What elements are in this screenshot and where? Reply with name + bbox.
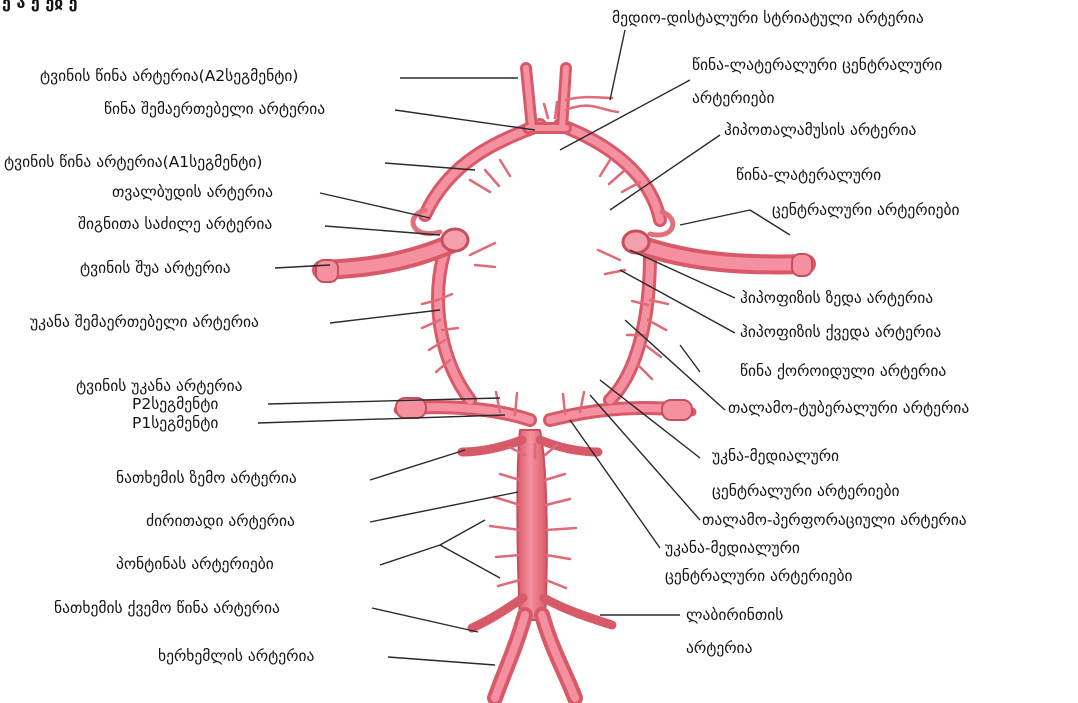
label-labyrinthine-2: არტერია bbox=[686, 638, 752, 658]
label-middle-cerebral: ტვინის შუა არტერია bbox=[80, 258, 231, 278]
label-anterior-cerebral-a2: ტვინის წინა არტერია(A2სეგმენტი) bbox=[40, 66, 298, 86]
anterior-cerebral-a1-left bbox=[425, 125, 540, 215]
label-posterior-communicating: უკანა შემაერთებელი არტერია bbox=[30, 312, 259, 332]
label-thalamo-perforating: თალამო-პერფორაციული არტერია bbox=[702, 510, 967, 530]
label-p1-segment: P1სეგმენტი bbox=[132, 413, 218, 433]
label-ophthalmic-artery: თვალბუდის არტერია bbox=[112, 182, 273, 202]
label-basilar-artery: ძირითადი არტერია bbox=[146, 511, 295, 531]
label-superior-hypophyseal: ჰიპოფიზის ზედა არტერია bbox=[740, 288, 933, 308]
label-anterior-communicating: წინა შემაერთებელი არტერია bbox=[104, 99, 325, 119]
label-posteromedial-central-2: უკანა-მედიალური bbox=[665, 538, 800, 558]
label-pontine-arteries: პონტინას არტერიები bbox=[116, 554, 274, 574]
label-p2-segment: P2სეგმენტი bbox=[132, 394, 218, 414]
label-posteromedial-central-1: უკნა-მედიალური bbox=[712, 446, 839, 466]
superior-cerebellar-right bbox=[540, 440, 598, 452]
label-aica: ნათხემის ქვემო წინა არტერია bbox=[54, 598, 280, 618]
label-anterolateral-central-2: წინა-ლატერალური bbox=[736, 165, 881, 185]
anterior-cerebral-a1-right bbox=[560, 125, 660, 220]
label-posterior-cerebral: ტვინის უკანა არტერია bbox=[76, 376, 242, 396]
label-medial-distal-striate-artery: მედიო-დისტალური სტრიატული არტერია bbox=[612, 8, 924, 28]
label-anterior-cerebral-a1: ტვინის წინა არტერია(A1სეგმენტი) bbox=[4, 152, 262, 172]
label-posteromedial-central-1b: ცენტრალური არტერიები bbox=[712, 481, 900, 501]
label-anterolateral-central-1: წინა-ლატერალური ცენტრალური bbox=[692, 55, 942, 75]
aica-right bbox=[544, 598, 612, 625]
label-thalamo-tuberal: თალამო-ტუბერალური არტერია bbox=[728, 398, 969, 418]
label-posteromedial-central-2b: ცენტრალური არტერიები bbox=[665, 566, 853, 586]
label-inferior-hypophyseal: ჰიპოფიზის ქვედა არტერია bbox=[740, 322, 941, 342]
label-anterior-choroidal: წინა ქოროიდული არტერია bbox=[740, 361, 946, 381]
label-anterolateral-central-2b: ცენტრალური არტერიები bbox=[772, 200, 960, 220]
label-vertebral-artery: ხერხემლის არტერია bbox=[158, 646, 314, 666]
label-anterolateral-central-1b: არტერიები bbox=[692, 88, 775, 108]
label-labyrinthine-1: ლაბირინთის bbox=[686, 605, 783, 625]
label-internal-carotid: შიგნითა საძილე არტერია bbox=[78, 214, 272, 234]
internal-carotid-left bbox=[442, 229, 468, 251]
header-fragment: ე ა ე ეჲ ე bbox=[2, 0, 78, 12]
internal-carotid-right bbox=[623, 231, 649, 253]
vessel-network bbox=[316, 68, 812, 698]
label-superior-cerebellar: ნათხემის ზემო არტერია bbox=[116, 468, 297, 488]
label-hypothalamic-artery: ჰიპოთალამუსის არტერია bbox=[724, 120, 916, 140]
basilar-artery bbox=[517, 430, 546, 620]
